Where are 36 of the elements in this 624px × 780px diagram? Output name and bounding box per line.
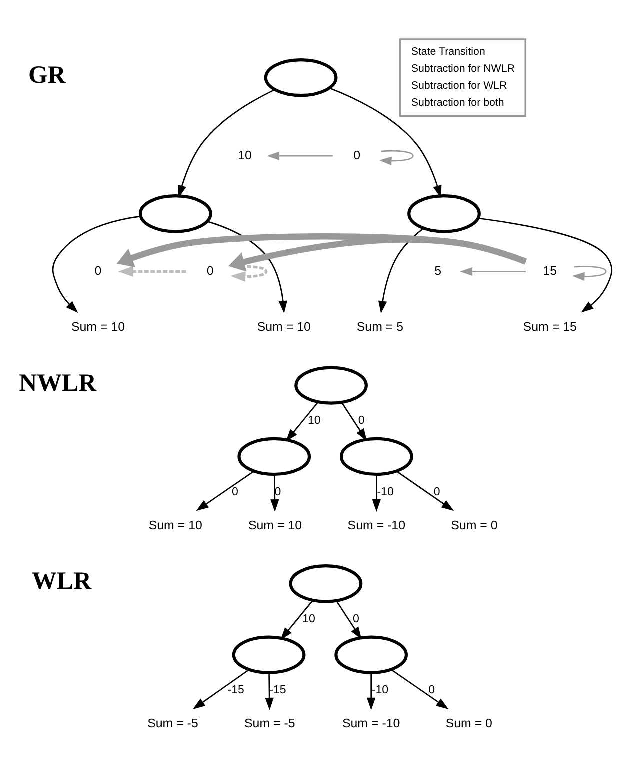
node-text: Sum = 0 [446, 716, 492, 731]
legend-label: State Transition [411, 46, 486, 58]
node-text: Sum = 0 [451, 518, 498, 532]
node-text: Sum = 10 [257, 320, 311, 334]
node-text: 15 [543, 264, 558, 278]
legend-label: Subtraction for WLR [411, 80, 508, 92]
edge-label: 0 [434, 486, 440, 498]
edge-label: 10 [308, 415, 321, 428]
edge-label: 0 [358, 415, 365, 428]
node-text: 0 [354, 148, 361, 162]
edge-label: -15 [270, 684, 286, 697]
edge-label: 10 [302, 614, 316, 626]
edge-label: 0 [352, 614, 360, 626]
node-text: Sum = 5 [356, 320, 404, 334]
node-text: 0 [94, 264, 102, 278]
edge-label: 0 [428, 684, 436, 697]
edge-label: -10 [372, 684, 389, 697]
node-text: Sum = -5 [148, 716, 198, 731]
node-text: Sum = -5 [244, 716, 296, 731]
node-text: Sum = -10 [348, 518, 406, 532]
edge-label: -15 [228, 684, 244, 697]
edge-label: -10 [377, 486, 394, 498]
label: WLR [32, 568, 92, 596]
edge-label: 0 [232, 486, 238, 498]
node-text: Sum = 10 [148, 518, 202, 532]
legend-label: Subtraction for both [411, 96, 504, 109]
node-text: Sum = 10 [71, 320, 126, 334]
node-text: Sum = 10 [248, 518, 302, 532]
label: GR [28, 62, 66, 90]
node-text: 10 [238, 148, 252, 162]
legend-label: Subtraction for NWLR [411, 63, 515, 76]
label: NWLR [19, 370, 97, 397]
node-text: Sum = -10 [342, 716, 400, 731]
node-text: Sum = 15 [523, 320, 577, 334]
node-text: 0 [206, 264, 214, 278]
node-text: 5 [434, 264, 442, 278]
